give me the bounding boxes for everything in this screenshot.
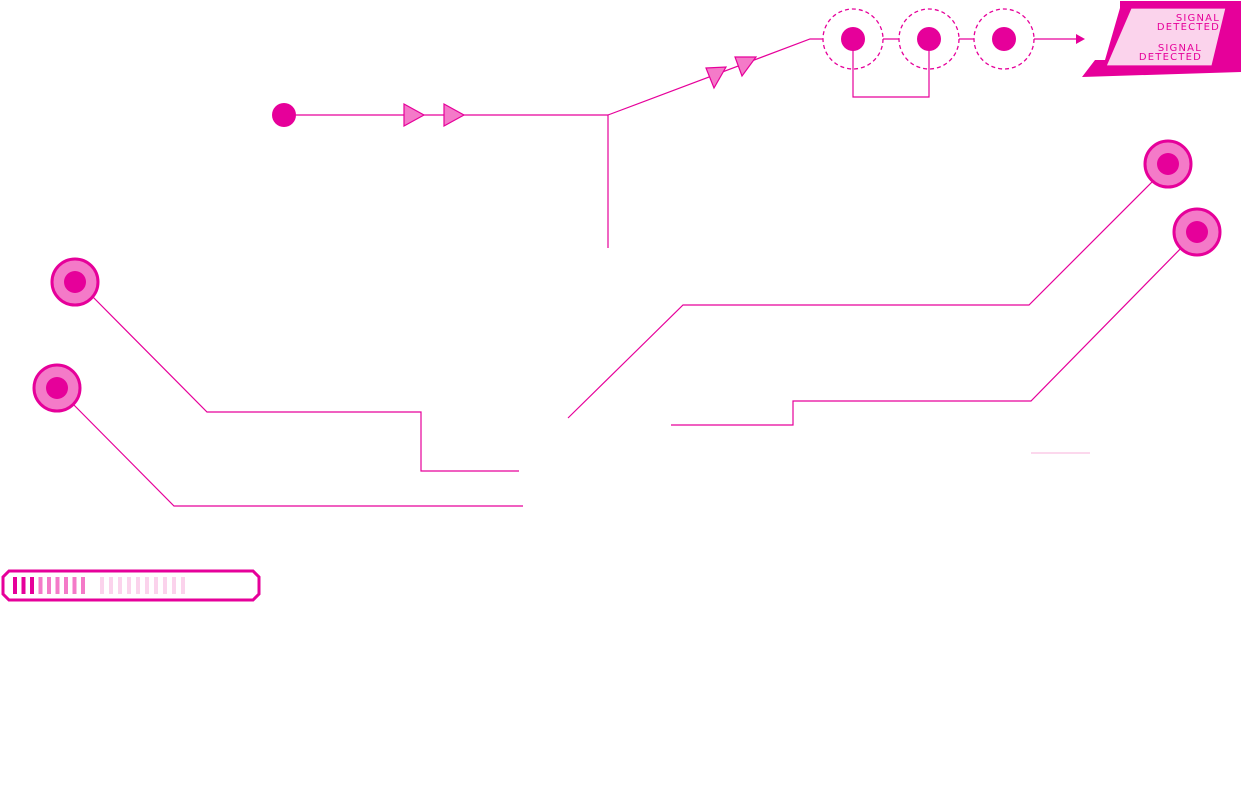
- output-arrowhead: [1076, 34, 1085, 44]
- meter-segment: [181, 577, 185, 594]
- terminal-node-right-lower: [1172, 207, 1222, 257]
- meter-segment: [47, 577, 51, 594]
- right-trace-lower: [671, 239, 1190, 426]
- terminal-node-left-upper: [50, 257, 100, 307]
- meter-segment: [127, 577, 131, 594]
- right-circuit: [567, 139, 1222, 454]
- left-trace-upper: [85, 289, 519, 472]
- meter-segment: [55, 577, 60, 594]
- arrow-marker-2: [443, 102, 466, 128]
- ring-bridge-trace: [852, 39, 930, 98]
- right-trace-upper: [567, 171, 1163, 419]
- terminal-node-right-upper: [1143, 139, 1193, 189]
- arrow-marker-4: [734, 56, 758, 78]
- progress-meter: [1, 569, 261, 602]
- meter-segment: [72, 577, 77, 594]
- signal-chain: [272, 8, 1085, 248]
- meter-segment: [100, 577, 104, 594]
- signal-label-2: SIGNAL: [1158, 43, 1202, 54]
- detected-label-1: DETECTED: [1157, 22, 1220, 33]
- terminal-node-left-lower: [32, 363, 82, 413]
- panel-front-plate: [1105, 7, 1227, 67]
- detected-label-2: DETECTED: [1139, 52, 1202, 63]
- meter-segment: [118, 577, 122, 594]
- meter-segment: [145, 577, 149, 594]
- meter-segment: [38, 577, 43, 594]
- left-circuit: [32, 257, 523, 507]
- ring-node-3: [973, 8, 1035, 70]
- meter-segment: [21, 577, 26, 594]
- meter-segment: [30, 577, 34, 594]
- meter-segment: [64, 577, 68, 594]
- meter-segment: [163, 577, 167, 594]
- meter-segment: [136, 577, 140, 594]
- meter-segment: [154, 577, 158, 594]
- meter-segment: [172, 577, 176, 594]
- meter-segment: [109, 577, 113, 594]
- arrow-marker-3: [705, 66, 728, 90]
- main-trace: [296, 114, 609, 248]
- meter-segments: [13, 577, 185, 594]
- meter-segment: [13, 577, 17, 594]
- left-trace-lower: [65, 396, 523, 507]
- source-node: [272, 103, 296, 127]
- signal-label-1: SIGNAL: [1176, 13, 1220, 24]
- signal-detected-panel: SIGNAL DETECTED SIGNAL DETECTED: [1082, 1, 1241, 77]
- arrow-marker-1: [403, 102, 426, 128]
- meter-segment: [81, 577, 85, 594]
